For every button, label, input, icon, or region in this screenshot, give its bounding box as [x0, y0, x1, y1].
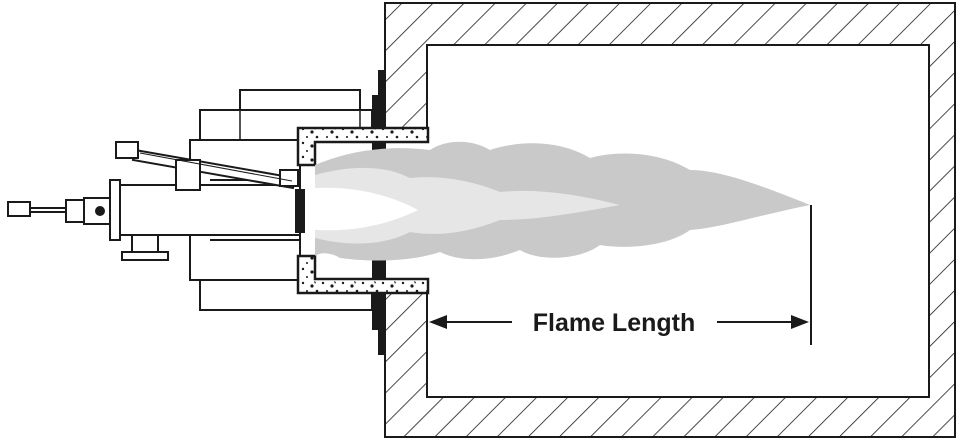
- flame: [315, 141, 810, 261]
- flame-core: [315, 187, 418, 231]
- flame-inner: [315, 167, 620, 244]
- flame-length-dimension: [429, 205, 812, 345]
- pilot-tube: [115, 141, 299, 191]
- fuel-pipe: [7, 179, 305, 261]
- arrowhead-right: [791, 315, 809, 329]
- flame-length-label: Flame Length: [533, 309, 696, 337]
- burner-tile: [296, 126, 430, 295]
- arrowhead-left: [429, 315, 447, 329]
